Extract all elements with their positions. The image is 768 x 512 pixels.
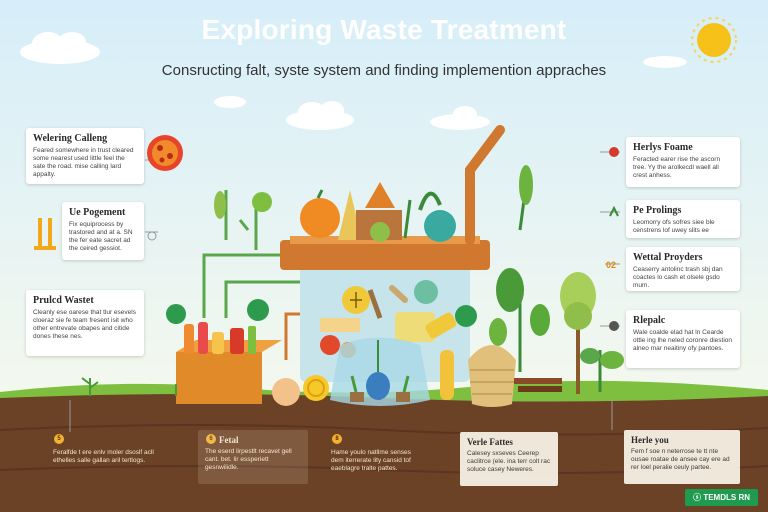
card-text: Feared somewhere in trust cleared some n… bbox=[33, 147, 134, 178]
fruit-icon bbox=[303, 375, 329, 401]
sprout-icon bbox=[81, 377, 99, 396]
card-text: Cleanly ese oarese that tlur esevels clo… bbox=[33, 309, 136, 340]
sun-icon bbox=[691, 17, 737, 63]
output-pipe bbox=[284, 312, 300, 360]
input-pipe bbox=[224, 280, 300, 318]
cloud-icon bbox=[286, 101, 354, 130]
step-marker-icon bbox=[166, 304, 186, 324]
card-text: The eserd lirpestlt recavet gell cant. b… bbox=[205, 448, 292, 471]
card-title: Prulcd Wastet bbox=[33, 295, 94, 306]
step-number-badge: 8 bbox=[332, 434, 342, 444]
plant-icon bbox=[489, 268, 550, 372]
info-card-right-1: Herlys Foame Feracted earer rise the asc… bbox=[626, 137, 740, 187]
soil bbox=[0, 394, 768, 512]
corn-icon bbox=[440, 350, 454, 400]
card-text: Wale coalde elad hat ln Cearde ottle ing… bbox=[633, 329, 733, 352]
compost-layer bbox=[518, 386, 562, 392]
bottom-card-4: Verle Fattes Calesey sxseves Ceerep cacl… bbox=[460, 432, 558, 486]
input-pipe bbox=[202, 253, 280, 318]
bottom-card-1: Feralfde t ere enlv moler dsoslf acll et… bbox=[46, 430, 164, 476]
step-marker-icon bbox=[247, 299, 269, 321]
card-text: Fem f soe n neterrose te tt nte ousae ro… bbox=[631, 448, 730, 471]
bottom-card-5: Herle you Fem f soe n neterrose te tt nt… bbox=[624, 430, 740, 484]
info-card-right-3: Wettal Proyders Ceaserry antolinc trash … bbox=[626, 247, 740, 291]
recycling-box-icon bbox=[176, 322, 282, 404]
cloud-icon bbox=[643, 56, 687, 68]
bottle-icon bbox=[425, 312, 457, 339]
tank-contents bbox=[320, 280, 438, 358]
step-marker-icon bbox=[455, 305, 477, 327]
card-text: Fix equiprocess by trastored and at a. S… bbox=[69, 221, 133, 252]
info-card-right-2: Pe Prolings Leomorry ofs sofres siee ble… bbox=[626, 200, 740, 238]
cloud-icon bbox=[20, 32, 100, 64]
vegetables-icon bbox=[300, 182, 456, 242]
battery-icon bbox=[34, 218, 56, 250]
leaf-icon bbox=[609, 205, 619, 217]
cloud-icon bbox=[430, 106, 490, 130]
page-subtitle: Consructing falt, syste system and findi… bbox=[161, 62, 607, 79]
card-text: Calesey sxseves Ceerep caclitrce (ele. i… bbox=[467, 450, 551, 473]
card-text: Hame youlo natllme senses dem iterrerate… bbox=[331, 449, 411, 472]
bottom-card-3: Hame youlo natllme senses dem iterrerate… bbox=[324, 430, 432, 484]
card-text: Ceaserry antolinc trash sbj dan coactes … bbox=[633, 266, 723, 289]
card-title: Rlepalc bbox=[633, 315, 666, 326]
card-title: Ue Pogement bbox=[69, 207, 126, 218]
basket-icon bbox=[468, 345, 516, 407]
jar-icon bbox=[330, 337, 430, 406]
info-card-left-2: Ue Pogement Fix equiprocess by trastored… bbox=[62, 202, 144, 260]
card-title: Welering Calleng bbox=[33, 133, 108, 144]
page-title: Exploring Waste Treatment bbox=[201, 14, 567, 45]
step-number-icon: 02 bbox=[606, 260, 616, 270]
card-title: Wettal Proyders bbox=[633, 252, 703, 263]
recycle-icon bbox=[609, 321, 619, 331]
exhaust-pipe bbox=[465, 125, 505, 245]
fruit-icon bbox=[307, 379, 325, 397]
card-text: Feralfde t ere enlv moler dsoslf acll et… bbox=[53, 449, 154, 464]
info-card-right-4: Rlepalc Wale coalde elad hat ln Cearde o… bbox=[626, 310, 740, 368]
card-title: Herle you bbox=[631, 435, 669, 445]
card-title: Herlys Foame bbox=[633, 142, 693, 153]
connector-node bbox=[147, 231, 157, 241]
pizza-icon bbox=[147, 135, 183, 171]
card-text: Feracted earer rise the ascorn tree. Yy … bbox=[633, 156, 721, 179]
step-number-badge: 6 bbox=[206, 434, 216, 444]
cloud-icon bbox=[214, 96, 246, 108]
step-number-badge: 5 bbox=[54, 434, 64, 444]
card-text: Leomorry ofs sofres siee ble censtrens l… bbox=[633, 219, 715, 234]
card-title: Verle Fattes bbox=[467, 437, 513, 447]
plant-icon bbox=[580, 348, 624, 392]
fruit-icon bbox=[272, 378, 300, 406]
card-title: Fetal bbox=[219, 435, 239, 445]
info-card-left-1: Welering Calleng Feared somewhere in tru… bbox=[26, 128, 144, 184]
compost-layer bbox=[514, 378, 562, 384]
tree-icon bbox=[560, 272, 596, 394]
info-card-left-3: Prulcd Wastet Cleanly ese oarese that tl… bbox=[26, 290, 144, 356]
bottom-card-2: Fetal The eserd lirpestlt recavet gell c… bbox=[198, 430, 308, 484]
card-title: Pe Prolings bbox=[633, 205, 682, 216]
plant-icon bbox=[518, 165, 533, 231]
brand-badge: ⓢ TEMDLS RN bbox=[685, 489, 758, 506]
plant-icon bbox=[214, 190, 272, 250]
apple-icon bbox=[609, 147, 619, 157]
